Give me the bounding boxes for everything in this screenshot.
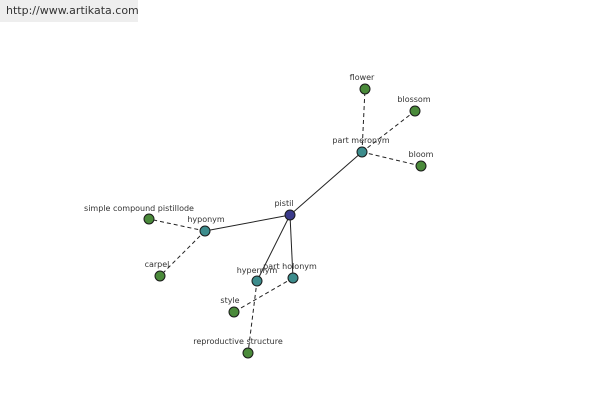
node-label-hyponym: hyponym (187, 215, 225, 224)
node-circle-hyponym[interactable] (199, 225, 211, 237)
node-circle-simple-compound-pistillode[interactable] (143, 213, 155, 225)
node-label-flower: flower (350, 73, 375, 82)
node-flower[interactable]: flower (350, 73, 375, 95)
node-hypernym[interactable]: hypernym (237, 266, 278, 287)
node-label-part-meronym: part meronym (332, 136, 389, 145)
edge-layer (148, 88, 422, 354)
site-url[interactable]: http://www.artikata.com (6, 4, 139, 17)
edge-part-holonym-to-style (233, 277, 294, 313)
node-label-reproductive-structure: reproductive structure (193, 337, 283, 346)
node-label-style: style (220, 296, 239, 305)
edge-part-meronym-to-bloom (361, 151, 422, 167)
node-circle-pistil[interactable] (284, 209, 296, 221)
node-hyponym[interactable]: hyponym (187, 215, 225, 237)
node-circle-bloom[interactable] (415, 160, 427, 172)
edge-hyponym-to-simple-compound-pistillode (148, 218, 206, 232)
node-circle-style[interactable] (228, 306, 240, 318)
edge-hyponym-to-carpel (159, 230, 206, 277)
edge-hypernym-to-reproductive-structure (247, 280, 258, 354)
edge-pistil-to-part-holonym (289, 214, 294, 279)
node-label-pistil: pistil (274, 199, 293, 208)
node-part-holonym[interactable]: part holonym (263, 262, 317, 284)
node-pistil[interactable]: pistil (274, 199, 296, 221)
node-circle-flower[interactable] (359, 83, 371, 95)
edge-part-meronym-to-blossom (361, 110, 416, 153)
node-label-part-holonym: part holonym (263, 262, 317, 271)
node-circle-blossom[interactable] (409, 105, 421, 117)
node-label-simple-compound-pistillode: simple compound pistillode (84, 204, 194, 213)
node-circle-reproductive-structure[interactable] (242, 347, 254, 359)
node-reproductive-structure[interactable]: reproductive structure (193, 337, 283, 359)
node-circle-part-meronym[interactable] (356, 146, 368, 158)
node-style[interactable]: style (220, 296, 240, 318)
node-label-bloom: bloom (409, 150, 434, 159)
node-bloom[interactable]: bloom (409, 150, 434, 172)
edge-pistil-to-hypernym (256, 214, 291, 282)
url-banner: http://www.artikata.com (0, 0, 139, 22)
node-label-blossom: blossom (397, 95, 430, 104)
node-blossom[interactable]: blossom (397, 95, 431, 117)
edge-pistil-to-part-meronym (289, 151, 363, 216)
node-label-hypernym: hypernym (237, 266, 278, 275)
node-part-meronym[interactable]: part meronym (332, 136, 390, 158)
node-circle-carpel[interactable] (154, 270, 166, 282)
node-circle-part-holonym[interactable] (287, 272, 299, 284)
node-circle-hypernym[interactable] (251, 275, 263, 287)
node-label-carpel: carpel (145, 260, 170, 269)
node-carpel[interactable]: carpel (145, 260, 170, 282)
node-simple-compound-pistillode[interactable]: simple compound pistillode (84, 204, 194, 225)
edge-part-meronym-to-flower (361, 88, 366, 153)
edge-pistil-to-hyponym (204, 214, 291, 232)
